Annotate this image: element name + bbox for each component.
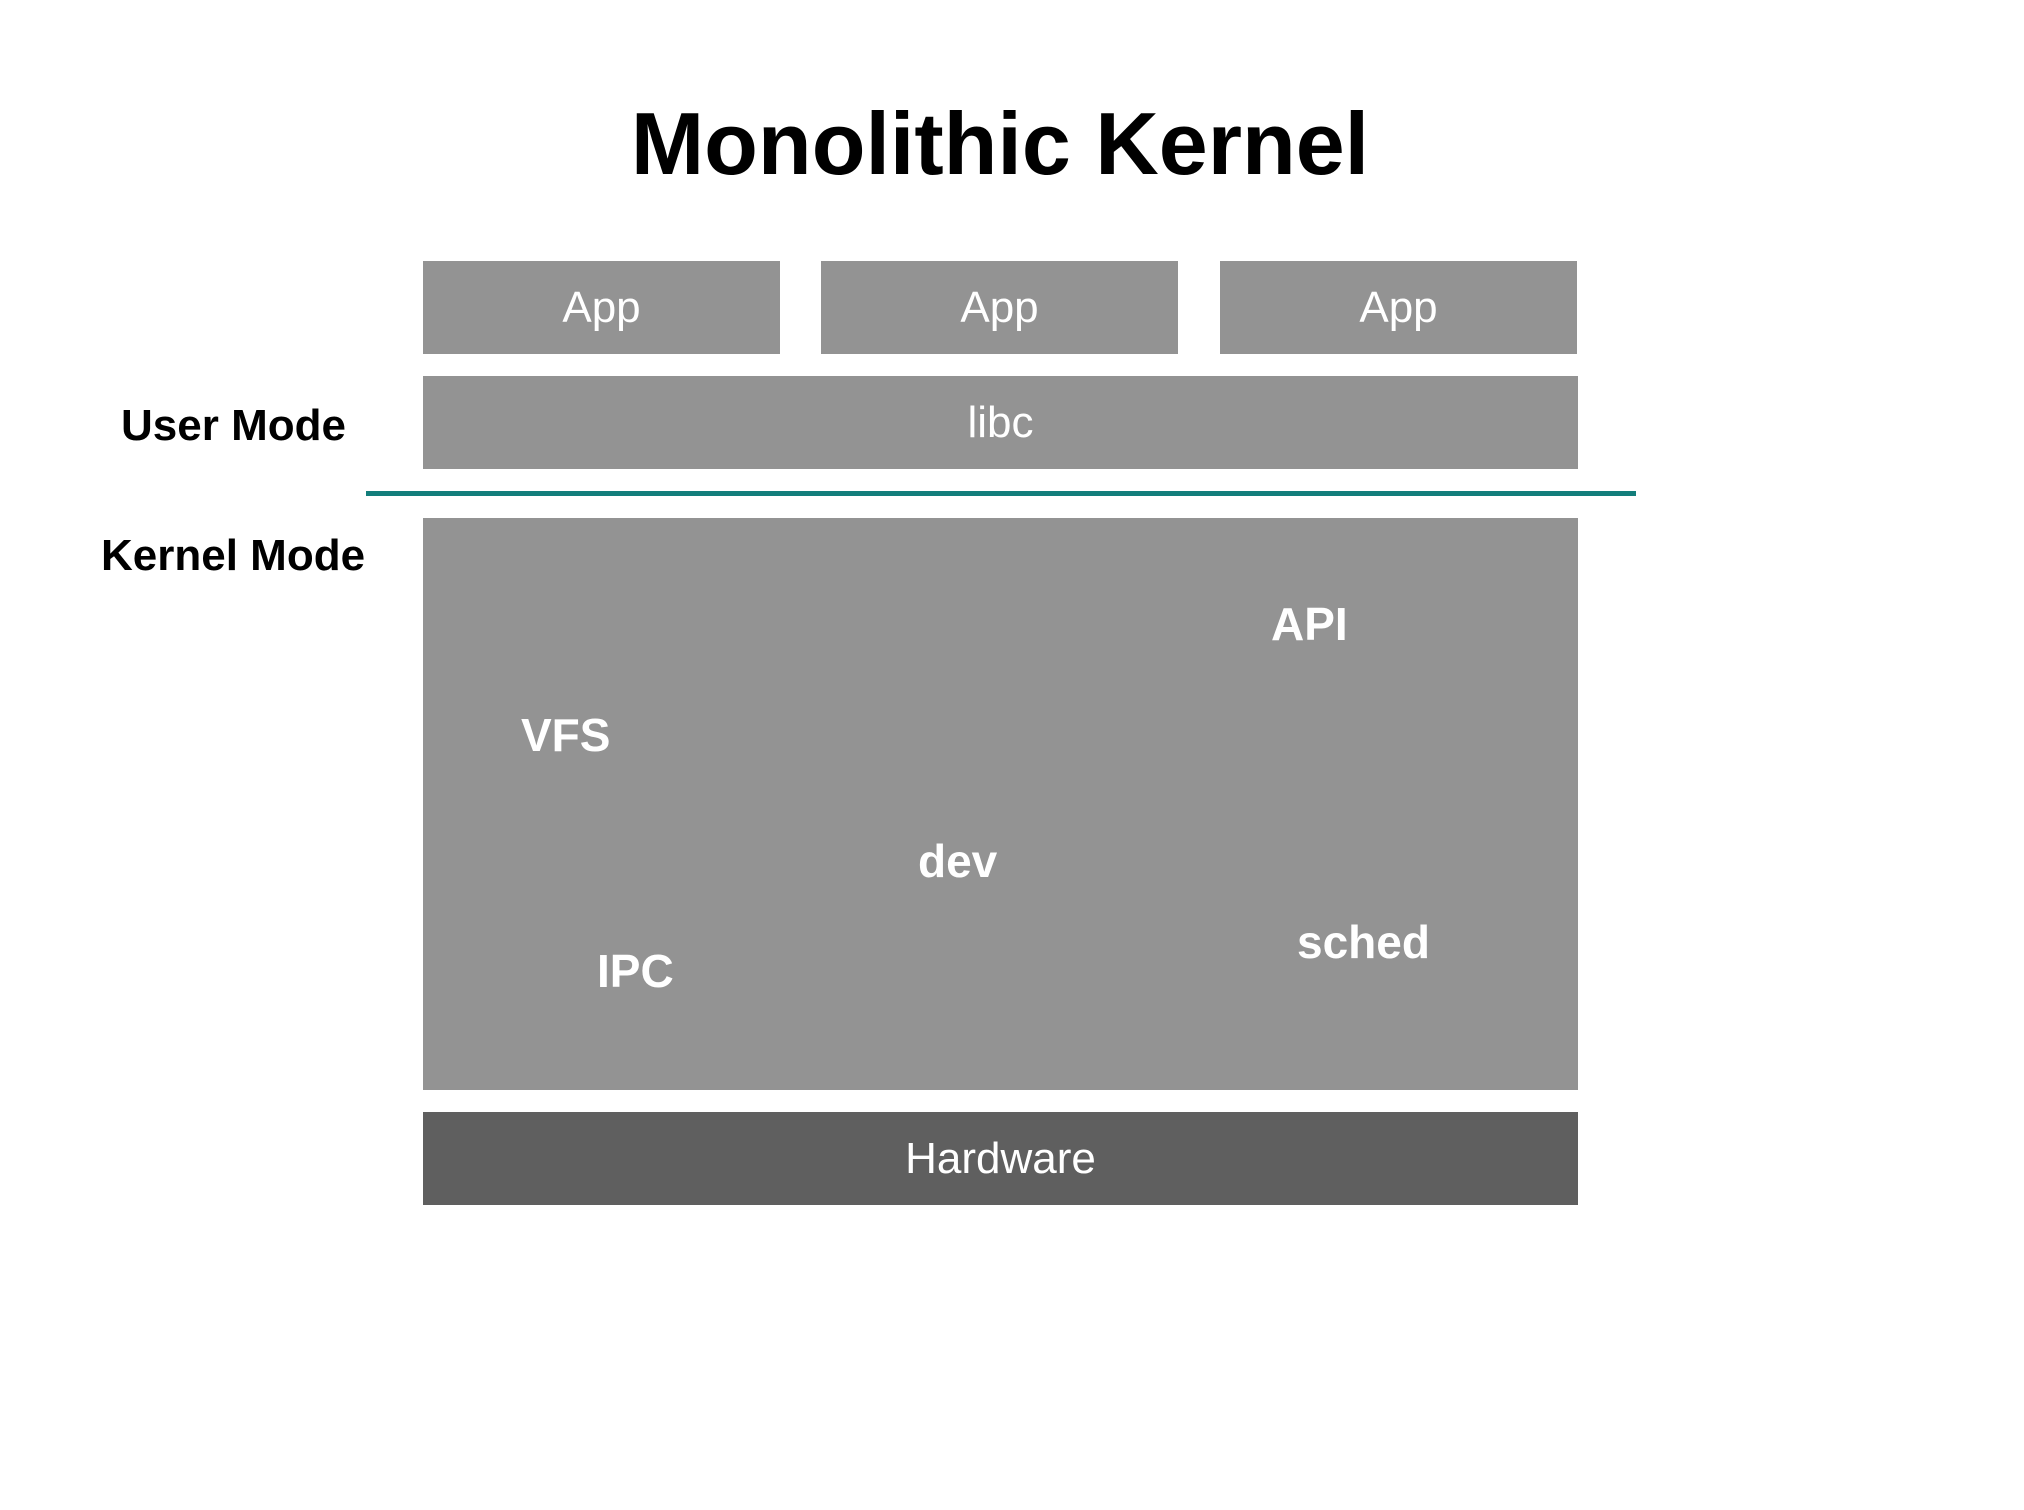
hardware-block: Hardware bbox=[423, 1112, 1578, 1205]
app-block: App bbox=[423, 261, 780, 354]
user-mode-label: User Mode bbox=[121, 401, 346, 450]
kernel-component-ipc: IPC bbox=[597, 945, 674, 997]
kernel-block: API VFS dev sched IPC bbox=[423, 518, 1578, 1090]
app-block: App bbox=[821, 261, 1178, 354]
kernel-component-vfs: VFS bbox=[521, 709, 611, 761]
app-block: App bbox=[1220, 261, 1577, 354]
kernel-component-api: API bbox=[1271, 598, 1348, 650]
user-kernel-divider bbox=[366, 491, 1636, 496]
kernel-component-sched: sched bbox=[1297, 916, 1430, 968]
kernel-component-dev: dev bbox=[918, 835, 998, 887]
libc-block: libc bbox=[423, 376, 1578, 469]
kernel-mode-label: Kernel Mode bbox=[101, 531, 366, 580]
diagram-title: Monolithic Kernel bbox=[630, 94, 1370, 193]
